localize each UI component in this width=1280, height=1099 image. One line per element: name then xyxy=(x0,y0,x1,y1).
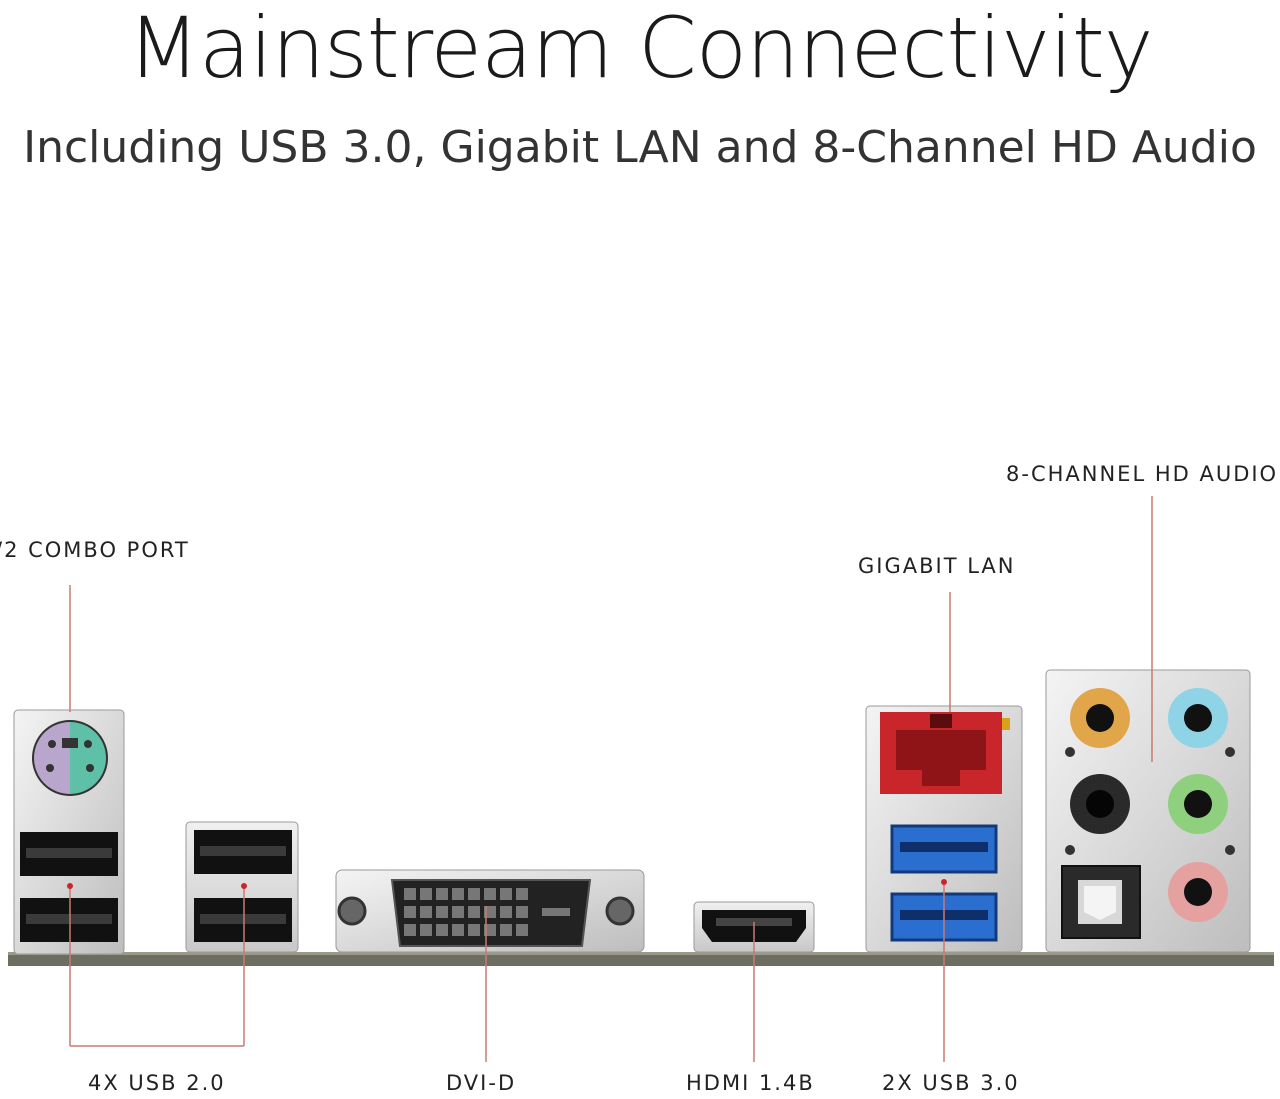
dvi-port xyxy=(335,869,645,953)
page-subtitle: Including USB 3.0, Gigabit LAN and 8-Cha… xyxy=(23,122,1257,173)
audio-stack xyxy=(1045,669,1251,953)
label-2x-usb-3: 2X USB 3.0 xyxy=(882,1071,1020,1095)
optical-spdif-icon xyxy=(1061,865,1141,939)
pcb-edge-highlight xyxy=(8,952,1274,955)
ps2-usb-stack xyxy=(13,709,125,955)
page-title: Mainstream Connectivity xyxy=(127,0,1154,97)
lan-usb3-stack xyxy=(865,705,1023,953)
leader-dots xyxy=(67,879,947,889)
leader-lines xyxy=(69,496,1153,1062)
label-4x-usb-2: 4X USB 2.0 xyxy=(88,1071,226,1095)
label-gigabit-lan: GIGABIT LAN xyxy=(858,554,1016,578)
label-hdmi: HDMI 1.4B xyxy=(686,1071,815,1095)
label-ps2-combo-port: PS/2 COMBO PORT xyxy=(0,538,190,562)
pcb-edge xyxy=(8,952,1274,966)
label-8-channel-hd-audio: 8-CHANNEL HD AUDIO xyxy=(1006,462,1279,486)
label-dvi-d: DVI-D xyxy=(446,1071,517,1095)
